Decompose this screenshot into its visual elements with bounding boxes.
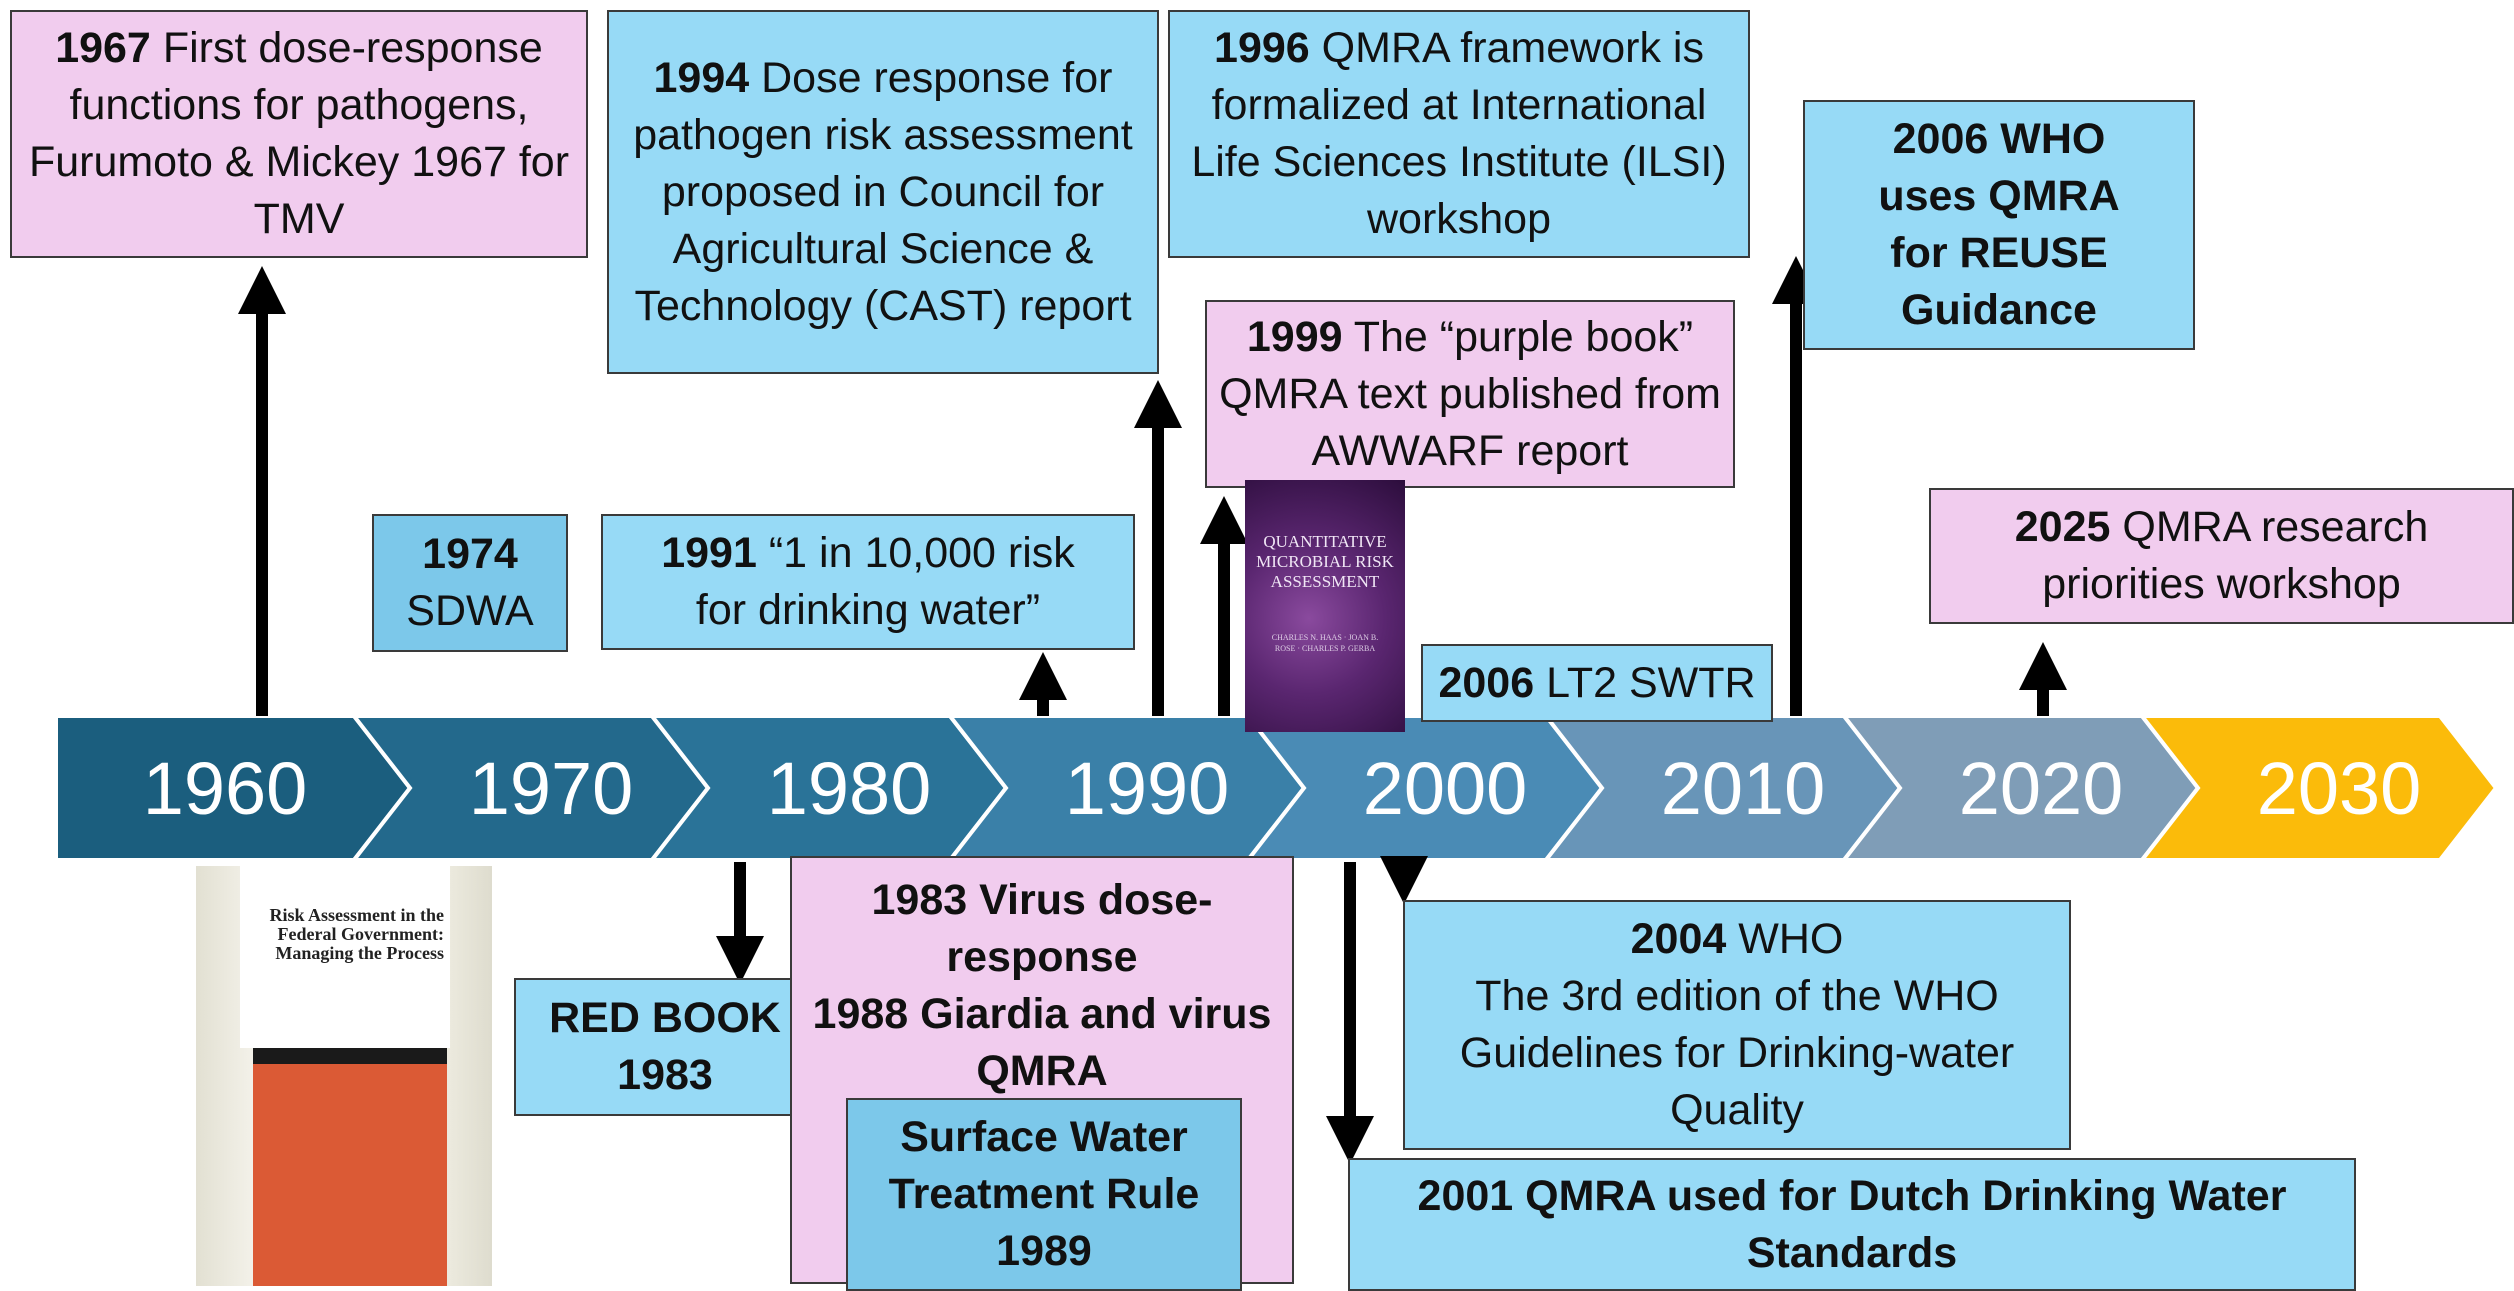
event-1974-box: 1974 SDWA — [372, 514, 568, 652]
purple-book-cover: QUANTITATIVE MICROBIAL RISK ASSESSMENT C… — [1245, 480, 1405, 732]
decade-label-1970: 1970 — [469, 747, 634, 830]
swtr-text: Surface Water Treatment Rule 1989 — [888, 1113, 1200, 1275]
red-book-title: Risk Assessment in the Federal Governmen… — [269, 905, 444, 963]
event-2006-lt2-text: LT2 SWTR — [1546, 658, 1756, 707]
event-1999-year: 1999 — [1246, 312, 1343, 361]
decade-label-2030: 2030 — [2257, 747, 2422, 830]
event-2025-box: 2025 QMRA research priorities workshop — [1929, 488, 2514, 624]
event-2001-box: 2001 QMRA used for Dutch Drinking Water … — [1348, 1158, 2356, 1291]
event-1996-text: QMRA framework is formalized at Internat… — [1191, 24, 1727, 243]
event-2004-text: The 3rd edition of the WHO Guidelines fo… — [1459, 972, 2015, 1134]
event-1967-year: 1967 — [55, 24, 151, 72]
event-1991-year: 1991 — [661, 529, 757, 577]
swtr-box: Surface Water Treatment Rule 1989 — [846, 1098, 1242, 1291]
decade-label-2020: 2020 — [1959, 747, 2124, 830]
event-2006-lt2-box: 2006 LT2 SWTR — [1421, 644, 1773, 722]
red-book-text: RED BOOK 1983 — [549, 994, 781, 1099]
event-1991-box: 1991 “1 in 10,000 risk for drinking wate… — [601, 514, 1135, 650]
red-book-box: RED BOOK 1983 — [514, 978, 816, 1116]
event-2004-box: 2004 WHO The 3rd edition of the WHO Guid… — [1403, 900, 2071, 1150]
event-1996-year: 1996 — [1214, 24, 1310, 72]
decade-label-2010: 2010 — [1661, 747, 1826, 830]
event-2006-who-box: 2006 WHO uses QMRA for REUSE Guidance — [1803, 100, 2195, 350]
timeline-segment-2030 — [2137, 714, 2499, 862]
event-2001-text: 2001 QMRA used for Dutch Drinking Water … — [1417, 1171, 2287, 1277]
event-1994-year: 1994 — [653, 53, 750, 102]
event-1996-box: 1996 QMRA framework is formalized at Int… — [1168, 10, 1750, 258]
event-1999-box: 1999 The “purple book” QMRA text publish… — [1205, 300, 1735, 488]
event-1967-box: 1967 First dose-response functions for p… — [10, 10, 588, 258]
event-2006-lt2-year: 2006 — [1438, 658, 1535, 707]
purple-book-authors: CHARLES N. HAAS · JOAN B. ROSE · CHARLES… — [1271, 633, 1379, 653]
red-book-cover: Risk Assessment in the Federal Governmen… — [196, 866, 492, 1286]
event-1983-line2: 1988 Giardia and virus QMRA — [812, 990, 1272, 1095]
purple-book-title: QUANTITATIVE MICROBIAL RISK ASSESSMENT — [1256, 532, 1394, 591]
event-2004-year: 2004 — [1630, 915, 1727, 963]
event-1994-text: Dose response for pathogen risk assessme… — [633, 53, 1133, 330]
decade-label-1960: 1960 — [143, 747, 308, 830]
event-2025-year: 2025 — [2014, 503, 2111, 551]
event-1967-text: First dose-response functions for pathog… — [28, 24, 570, 243]
event-1974-year: 1974 — [422, 530, 518, 578]
event-1999-text: The “purple book” QMRA text published fr… — [1219, 312, 1721, 475]
event-1974-text: SDWA — [406, 587, 534, 635]
event-2006-who-text: 2006 WHO uses QMRA for REUSE Guidance — [1878, 115, 2120, 334]
decade-label-2000: 2000 — [1363, 747, 1528, 830]
event-2004-org: WHO — [1738, 915, 1844, 963]
decade-label-1990: 1990 — [1065, 747, 1230, 830]
event-2025-text: QMRA research priorities workshop — [2042, 503, 2429, 608]
event-1991-text: “1 in 10,000 risk for drinking water” — [695, 529, 1075, 634]
decade-label-1980: 1980 — [767, 747, 932, 830]
event-1994-box: 1994 Dose response for pathogen risk ass… — [607, 10, 1159, 374]
event-1983-line1: 1983 Virus dose-response — [871, 876, 1213, 981]
